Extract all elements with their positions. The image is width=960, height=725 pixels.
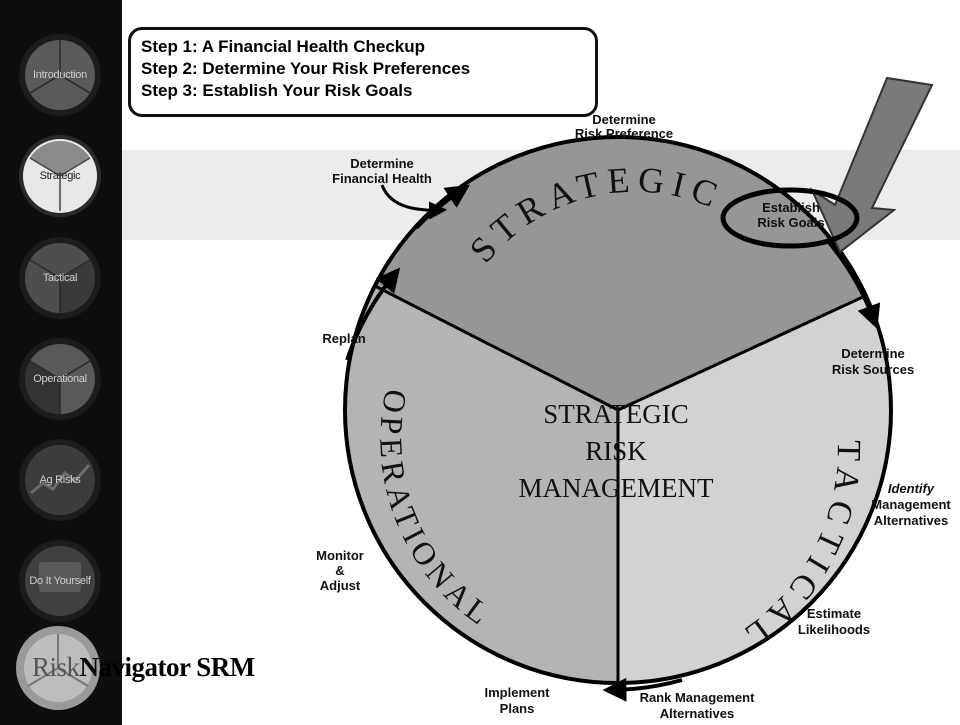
steps-box: Step 1: A Financial Health Checkup Step … bbox=[128, 27, 598, 117]
nav-do-it-yourself-button[interactable]: Do It Yourself bbox=[17, 538, 103, 624]
label-line: Alternatives bbox=[874, 513, 948, 528]
label-line: Financial Health bbox=[332, 171, 432, 186]
sidebar-nav: Introduction Strategic Tactical Operatio… bbox=[0, 0, 122, 725]
srm-cycle-diagram: STRATEGIC TACTICAL OPERATIONAL STRATEGIC… bbox=[122, 76, 960, 721]
label-implement-plans: Implement Plans bbox=[484, 685, 550, 716]
nav-tactical-label: Tactical bbox=[42, 272, 78, 284]
label-line: Risk Goals bbox=[757, 215, 824, 230]
pointer-arrow-icon bbox=[809, 76, 934, 254]
center-title-line: RISK bbox=[585, 436, 647, 466]
center-title: STRATEGIC RISK MANAGEMENT bbox=[519, 399, 714, 503]
nav-ag-risks-button[interactable]: Ag Risks bbox=[17, 437, 103, 523]
divider-line bbox=[617, 294, 866, 412]
nav-strategic-button[interactable]: Strategic bbox=[17, 133, 103, 219]
label-line: Estimate bbox=[807, 606, 861, 621]
label-establish-risk-goals: Establish Risk Goals bbox=[757, 200, 824, 230]
strategic-pie-icon bbox=[19, 135, 101, 217]
label-determine-financial-health: Determine Financial Health bbox=[332, 156, 432, 186]
label-replan: Replan bbox=[322, 331, 365, 346]
nav-do-it-yourself-label: Do It Yourself bbox=[29, 575, 91, 587]
label-line: Risk Preference bbox=[575, 126, 673, 141]
center-title-line: MANAGEMENT bbox=[519, 473, 714, 503]
brand-compass-icon bbox=[16, 626, 100, 710]
label-line: Determine bbox=[592, 112, 656, 127]
label-line: Risk Sources bbox=[832, 362, 914, 377]
ag-risks-chart-icon bbox=[19, 439, 101, 521]
label-line: Plans bbox=[500, 701, 535, 716]
cycle-arrow bbox=[345, 267, 401, 361]
nav-strategic-label: Strategic bbox=[39, 170, 81, 182]
tactical-pie-icon bbox=[19, 237, 101, 319]
label-line: Determine bbox=[841, 346, 905, 361]
operational-pie-icon bbox=[19, 338, 101, 420]
label-line: Implement bbox=[484, 685, 550, 700]
label-line: Likelihoods bbox=[798, 622, 870, 637]
nav-operational-button[interactable]: Operational bbox=[17, 336, 103, 422]
label-line: & bbox=[335, 563, 344, 578]
label-line: Replan bbox=[322, 331, 365, 346]
tactical-sector bbox=[618, 296, 890, 683]
label-estimate-likelihoods: Estimate Likelihoods bbox=[798, 606, 870, 637]
step-1-text: Step 1: A Financial Health Checkup bbox=[141, 37, 426, 56]
label-determine-risk-preference: Determine Risk Preference bbox=[575, 112, 673, 141]
step-3-text: Step 3: Establish Your Risk Goals bbox=[141, 81, 413, 100]
nav-ag-risks-label: Ag Risks bbox=[39, 474, 81, 486]
operational-sector bbox=[345, 286, 618, 683]
nav-introduction-label: Introduction bbox=[33, 69, 87, 81]
label-line: Monitor bbox=[316, 548, 364, 563]
label-determine-risk-sources: Determine Risk Sources bbox=[832, 346, 914, 377]
label-line: Determine bbox=[350, 156, 414, 171]
do-it-yourself-icon bbox=[19, 540, 101, 622]
cycle-arrow bbox=[825, 238, 881, 329]
divider-line bbox=[374, 284, 619, 412]
label-line: Identify bbox=[888, 481, 935, 496]
brand-logo: RiskNavigator SRM bbox=[32, 652, 255, 683]
label-line: Establish bbox=[762, 200, 820, 215]
brand-navigator-text: Navigator SRM bbox=[79, 652, 256, 682]
nav-operational-label: Operational bbox=[33, 373, 87, 385]
financial-health-arrow bbox=[380, 184, 448, 220]
introduction-pie-icon bbox=[19, 34, 101, 116]
cycle-arrow bbox=[602, 677, 683, 702]
center-title-line: STRATEGIC bbox=[543, 399, 689, 429]
label-line: Rank Management bbox=[640, 690, 756, 705]
nav-tactical-button[interactable]: Tactical bbox=[17, 235, 103, 321]
strategic-sector bbox=[375, 138, 865, 410]
highlight-ellipse bbox=[720, 187, 860, 249]
label-rank-management-alternatives: Rank Management Alternatives bbox=[640, 690, 756, 721]
label-monitor-adjust: Monitor & Adjust bbox=[316, 548, 364, 593]
label-identify-management-alternatives: Identify Management Alternatives bbox=[871, 481, 951, 528]
brand-risk-text: Risk bbox=[32, 652, 80, 682]
label-line: Alternatives bbox=[660, 706, 734, 721]
label-line: Adjust bbox=[320, 578, 361, 593]
step-2-text: Step 2: Determine Your Risk Preferences bbox=[141, 59, 471, 78]
nav-introduction-button[interactable]: Introduction bbox=[17, 32, 103, 118]
label-line: Management bbox=[871, 497, 951, 512]
